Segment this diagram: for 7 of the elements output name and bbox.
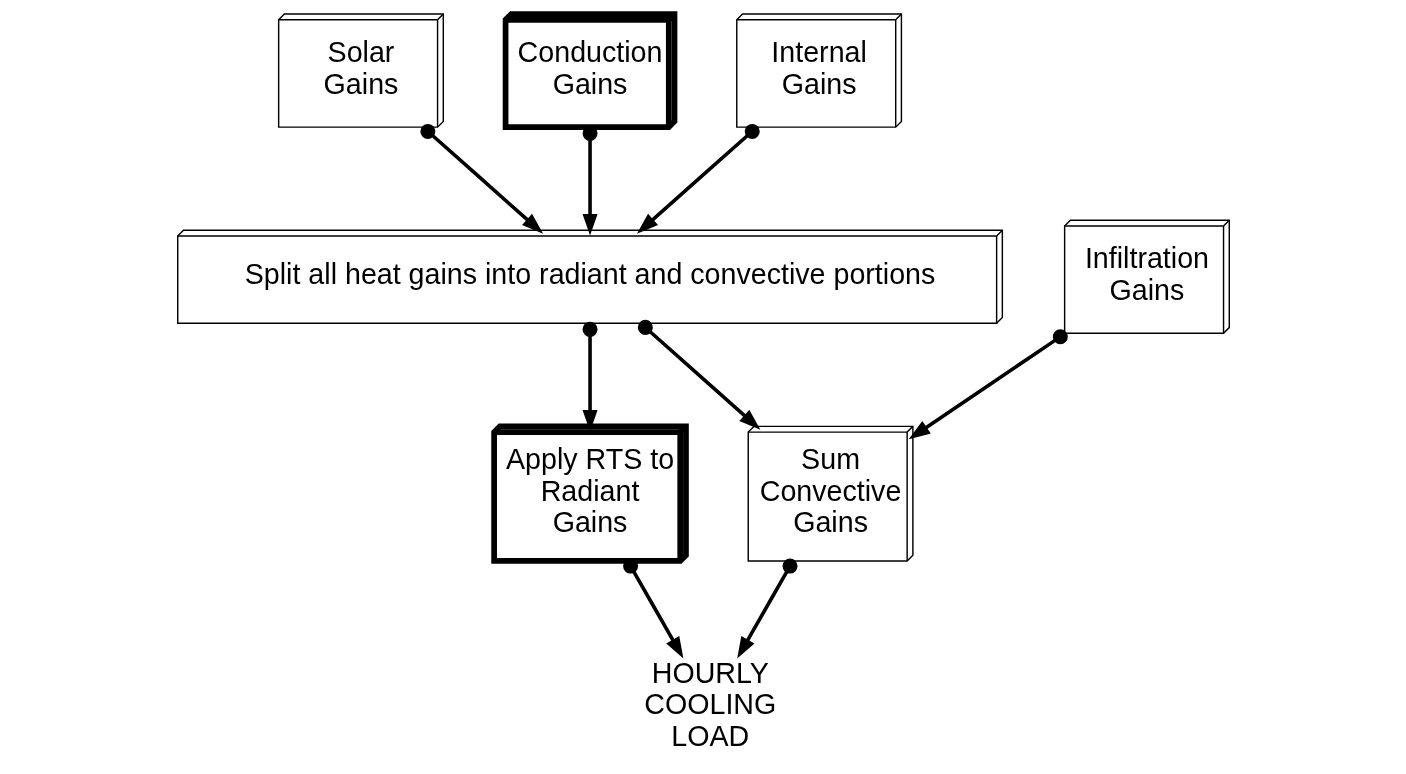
arrow xyxy=(637,319,760,430)
node-text: HOURLY COOLING LOAD xyxy=(643,656,776,752)
arrow xyxy=(908,329,1068,440)
arrow xyxy=(736,558,797,659)
arrow xyxy=(636,123,760,234)
arrow xyxy=(582,321,598,432)
arrow xyxy=(419,123,543,234)
